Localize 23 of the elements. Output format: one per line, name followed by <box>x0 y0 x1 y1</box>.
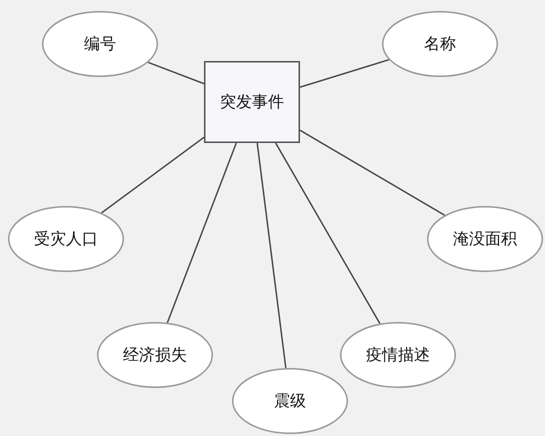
attribute-ellipse <box>340 322 456 388</box>
attribute-name: 受灾人口 <box>34 228 98 250</box>
connector-line <box>101 136 204 214</box>
attribute-name: 经济损失 <box>123 344 187 366</box>
attribute-name: 名称 <box>424 34 456 54</box>
connector-line <box>300 130 446 216</box>
attribute-ellipse <box>382 11 498 77</box>
attribute-ellipse <box>97 322 213 388</box>
attribute-ellipse <box>42 11 158 77</box>
entity-name: 突发事件 <box>220 92 284 112</box>
connector-line <box>256 142 286 368</box>
attribute-name: 疫情描述 <box>366 344 430 366</box>
connector-line <box>300 59 390 88</box>
connector-line <box>275 142 381 324</box>
attribute-name: 震级 <box>274 390 306 412</box>
attribute-ellipse <box>232 368 348 434</box>
attribute-name: 淹没面积 <box>453 228 517 250</box>
attribute-ellipse <box>8 206 124 272</box>
attribute-ellipse <box>427 206 543 272</box>
connector-line <box>148 62 204 84</box>
entity-box <box>204 61 300 143</box>
attribute-name: 编号 <box>84 34 116 54</box>
connector-line <box>166 142 237 324</box>
